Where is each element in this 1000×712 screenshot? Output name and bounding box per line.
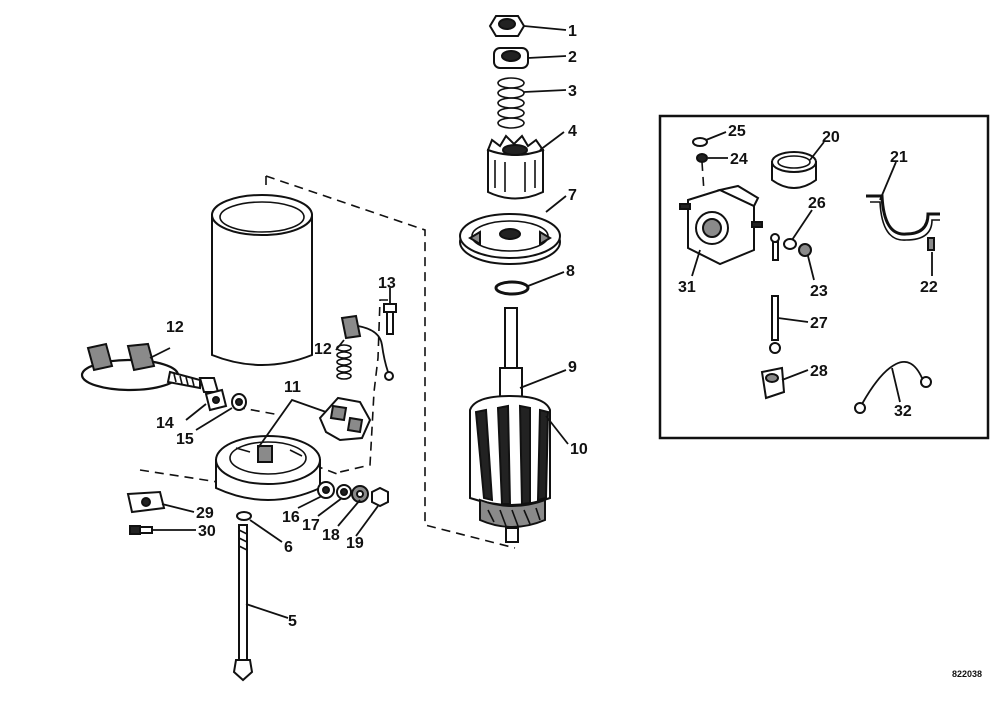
part-3-spring (497, 77, 525, 129)
callout-5: 5 (288, 613, 297, 630)
callout-16: 16 (282, 509, 300, 526)
callout-27: 27 (810, 315, 828, 332)
callout-30: 30 (198, 523, 216, 540)
callout-2: 2 (568, 49, 577, 66)
part-19-nut (371, 486, 389, 508)
callout-12-left: 12 (166, 319, 184, 336)
part-21-strap (866, 194, 940, 241)
part-20-cap (771, 151, 817, 189)
figure-code: 822038 (952, 669, 982, 679)
part-14-terminal (204, 388, 228, 412)
part-12-brush-set-left (80, 342, 220, 393)
callout-1: 1 (568, 23, 577, 40)
callout-15: 15 (176, 431, 194, 448)
callout-8: 8 (566, 263, 575, 280)
callout-10: 10 (570, 441, 588, 458)
commutator-end-cap (215, 435, 321, 501)
callout-23: 23 (810, 283, 828, 300)
callout-leader-lines (149, 25, 933, 619)
callout-31: 31 (678, 279, 696, 296)
part-16-washer (317, 481, 335, 499)
callout-28: 28 (810, 363, 828, 380)
part-8-washer (494, 280, 530, 296)
part-11-brush-plate (318, 396, 372, 442)
callout-22: 22 (920, 279, 938, 296)
field-frame-housing (211, 194, 313, 366)
part-31-solenoid (679, 184, 763, 266)
part-18-lockwasher (351, 485, 369, 503)
part-4-drive-pinion (486, 134, 545, 200)
callout-19: 19 (346, 535, 364, 552)
callout-13: 13 (378, 275, 396, 292)
callout-6: 6 (284, 539, 293, 556)
callout-11: 11 (284, 379, 301, 396)
solenoid-kit-inset (658, 114, 990, 440)
part-28-boot (760, 366, 786, 400)
callout-20: 20 (822, 129, 840, 146)
callout-29: 29 (196, 505, 214, 522)
callout-32: 32 (894, 403, 912, 420)
part-12-brush-spring (336, 314, 394, 381)
callout-14: 14 (156, 415, 174, 432)
callout-12-right: 12 (314, 341, 332, 358)
callout-25: 25 (728, 123, 746, 140)
callout-9: 9 (568, 359, 577, 376)
part-15-washer (231, 393, 247, 411)
callout-26: 26 (808, 195, 826, 212)
callout-7: 7 (568, 187, 577, 204)
part-6-washer (236, 511, 252, 521)
callout-24: 24 (730, 151, 748, 168)
callout-numbers: 1 2 3 4 7 8 9 10 5 6 11 12 12 13 14 15 1… (156, 23, 982, 679)
callout-4: 4 (568, 123, 577, 140)
part-2-collar (493, 47, 529, 69)
part-32-ground-wire (854, 360, 932, 414)
callout-3: 3 (568, 83, 577, 100)
part-9-10-armature (469, 307, 551, 543)
part-30-screw (129, 525, 153, 535)
callout-21: 21 (890, 149, 908, 166)
part-13-screw (383, 303, 397, 335)
part-17-washer (336, 484, 352, 500)
part-29-bracket (126, 490, 166, 514)
callout-18: 18 (322, 527, 340, 544)
callout-17: 17 (302, 517, 320, 534)
part-7-drive-end-cap (459, 213, 561, 265)
part-5-through-bolt (232, 524, 254, 682)
part-1-hex-nut (488, 15, 526, 37)
